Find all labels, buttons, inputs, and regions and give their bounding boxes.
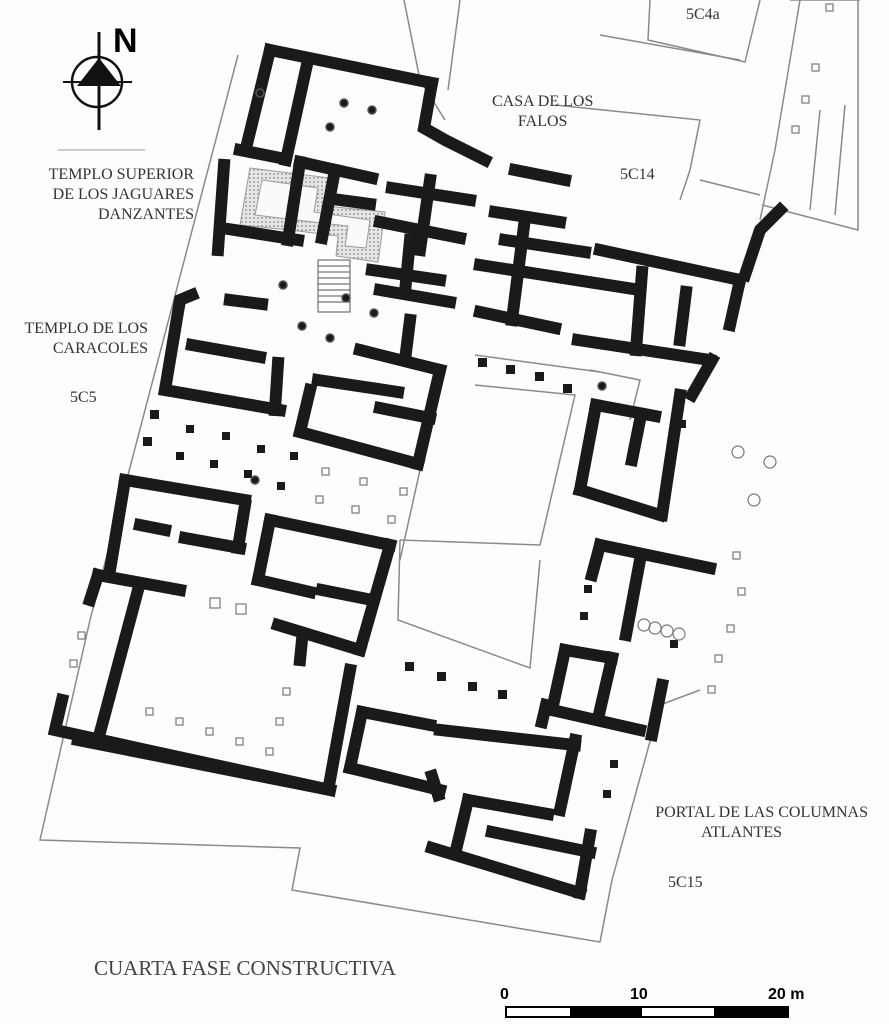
scale-bar	[505, 1006, 789, 1018]
site-boundary	[39, 0, 860, 943]
north-arrow-icon	[58, 32, 145, 151]
label-jaguares-line1: TEMPLO SUPERIOR	[48, 166, 194, 183]
label-portal-line2: ATLANTES	[701, 824, 782, 841]
scale-tick-0: 0	[500, 986, 509, 1003]
round-columns	[637, 445, 777, 641]
label-5c15-text: 5C15	[668, 874, 703, 891]
north-label: N	[113, 22, 138, 60]
pillars	[143, 358, 686, 798]
label-casa-line2: FALOS	[517, 113, 568, 130]
map-title: CUARTA FASE CONSTRUCTIVA	[94, 956, 396, 980]
label-5c14: 5C14	[620, 165, 655, 185]
label-5c14-text: 5C14	[620, 166, 655, 183]
label-portal-columnas-atlantes: PORTAL DE LAS COLUMNAS ATLANTES	[596, 803, 868, 843]
label-caracoles-line2: CARACOLES	[52, 340, 148, 357]
label-portal-line1: PORTAL DE LAS COLUMNAS	[655, 804, 868, 821]
label-5c4a-text: 5C4a	[686, 6, 720, 23]
label-templo-jaguares: TEMPLO SUPERIOR DE LOS JAGUARES DANZANTE…	[18, 165, 194, 225]
post-bases	[69, 3, 834, 756]
label-jaguares-line3: DANZANTES	[98, 206, 194, 223]
label-casa-de-los-falos: CASA DE LOS FALOS	[492, 92, 593, 132]
stairway	[317, 259, 351, 313]
scale-tick-10: 10	[630, 986, 648, 1003]
label-casa-line1: CASA DE LOS	[492, 93, 594, 110]
scale-tick-20: 20 m	[768, 986, 805, 1003]
label-jaguares-line2: DE LOS JAGUARES	[52, 186, 194, 203]
label-caracoles-line1: TEMPLO DE LOS	[24, 320, 148, 337]
jaguar-temple-hatch	[239, 167, 386, 263]
column-bases	[250, 88, 607, 485]
label-templo-caracoles: TEMPLO DE LOS CARACOLES	[6, 319, 148, 359]
label-5c15: 5C15	[668, 873, 703, 893]
label-5c4a: 5C4a	[686, 5, 720, 25]
label-5c5: 5C5	[70, 388, 97, 408]
walls	[47, 42, 789, 901]
label-5c5-text: 5C5	[70, 389, 97, 406]
